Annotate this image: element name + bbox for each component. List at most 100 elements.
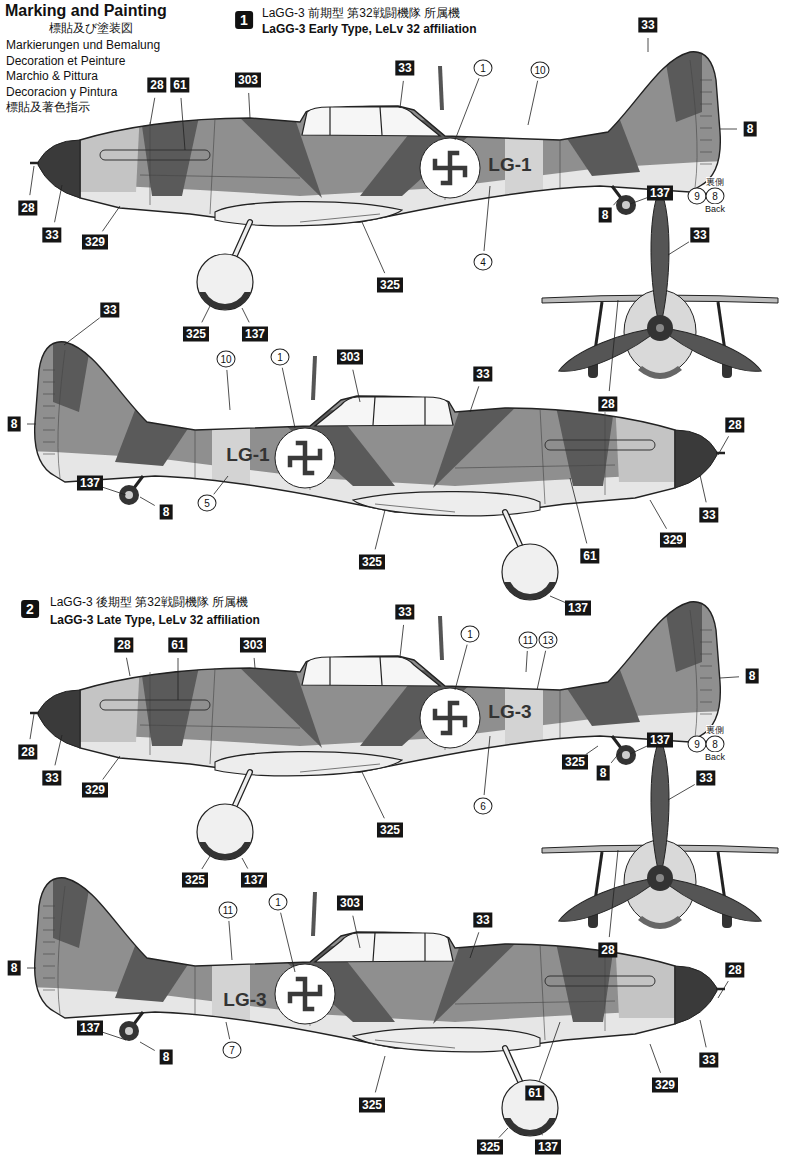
aircraft-part xyxy=(0,846,695,1066)
callout-number: 33 xyxy=(690,228,709,243)
callout-number: 137 xyxy=(77,476,103,491)
leader-line xyxy=(102,1032,126,1040)
decal-number: 9 xyxy=(688,736,707,753)
callout-number: 28 xyxy=(725,963,744,978)
callout-number: 325 xyxy=(377,278,403,293)
aircraft-side-view xyxy=(0,310,725,600)
callout-number: 28 xyxy=(725,418,744,433)
leader-line xyxy=(281,913,295,972)
aircraft-part xyxy=(647,315,673,341)
callout-number: 33 xyxy=(638,18,657,33)
aircraft-part xyxy=(290,979,320,1009)
leader-line xyxy=(150,98,155,125)
aircraft-part xyxy=(125,491,133,499)
heading-text: Decoracion y Pintura xyxy=(4,85,119,99)
aircraft-part xyxy=(43,442,55,443)
aircraft-part xyxy=(560,670,640,726)
callout-number: 8 xyxy=(744,122,757,137)
aircraft-part xyxy=(125,1027,133,1035)
callout-number: 325 xyxy=(183,327,209,342)
aircraft-part xyxy=(560,690,561,738)
leader-line xyxy=(400,625,404,657)
aircraft-part xyxy=(43,406,55,407)
callout-number: 137 xyxy=(565,601,591,616)
note-text: 裏側 xyxy=(706,725,724,735)
aircraft-part xyxy=(302,657,440,686)
aircraft-part xyxy=(313,356,315,400)
aircraft-part xyxy=(700,92,712,93)
callout-number: 325 xyxy=(359,1098,385,1113)
aircraft-part xyxy=(60,20,760,196)
aircraft-part xyxy=(622,751,630,759)
leader-line xyxy=(650,1044,661,1073)
heading-text: Markierungen und Bemalung xyxy=(4,38,162,52)
aircraft-part xyxy=(43,930,55,931)
aircraft-part xyxy=(545,440,655,450)
callout-number: 28 xyxy=(598,397,617,412)
aircraft-part xyxy=(353,492,540,516)
aircraft-part xyxy=(502,1080,558,1136)
aircraft-part xyxy=(43,418,55,419)
aircraft-part xyxy=(43,990,55,991)
aircraft-part xyxy=(43,942,55,943)
callout-number: 33 xyxy=(100,303,119,318)
leader-line xyxy=(720,677,739,678)
decal-number: 11 xyxy=(219,902,238,919)
heading-text: LaGG-3 Late Type, LeLv 32 affiliation xyxy=(48,613,262,627)
note-text: 裏側 xyxy=(706,177,724,187)
aircraft-part xyxy=(300,764,380,772)
leader-line xyxy=(540,1130,542,1135)
leader-line xyxy=(455,78,479,140)
aircraft-part xyxy=(330,107,382,135)
callout-number: 8 xyxy=(160,505,173,520)
leader-line xyxy=(586,746,598,755)
callout-number: 61 xyxy=(170,78,189,93)
aircraft-part xyxy=(80,602,720,772)
aircraft-part xyxy=(140,175,300,178)
leader-line xyxy=(282,368,295,428)
aircraft-part xyxy=(651,188,669,328)
aircraft-part xyxy=(700,116,712,117)
decal-number: 11 xyxy=(519,632,538,649)
aircraft-part xyxy=(616,195,636,215)
aircraft-part xyxy=(275,428,335,488)
aircraft-part xyxy=(150,122,151,205)
leader-line xyxy=(30,166,34,195)
aircraft-part xyxy=(675,966,717,1024)
aircraft-side-view xyxy=(30,20,760,310)
aircraft-part xyxy=(43,906,55,907)
decal-number: 13 xyxy=(539,632,558,649)
aircraft-part xyxy=(215,752,402,776)
leader-line xyxy=(55,735,62,765)
callout-number: 329 xyxy=(82,783,108,798)
aircraft-part xyxy=(373,933,425,961)
aircraft-part xyxy=(43,382,55,383)
callout-number: 33 xyxy=(395,605,414,620)
callout-number: 137 xyxy=(535,1140,561,1155)
callout-number: 61 xyxy=(580,549,599,564)
leader-line xyxy=(178,658,179,700)
leader-line xyxy=(609,850,618,937)
aircraft-part xyxy=(197,804,253,860)
callout-number: 33 xyxy=(395,61,414,76)
leader-line xyxy=(539,1022,560,1081)
aircraft-part xyxy=(545,976,655,986)
aircraft-part xyxy=(195,966,196,1014)
heading-text: Marchio & Pittura xyxy=(4,69,100,83)
callout-number: 329 xyxy=(660,533,686,548)
aircraft-part xyxy=(275,964,335,1024)
aircraft-part xyxy=(80,110,140,192)
aircraft-part xyxy=(700,104,712,105)
aircraft-part xyxy=(38,690,80,748)
aircraft-part xyxy=(313,892,315,936)
leader-line xyxy=(140,497,155,506)
aircraft-part xyxy=(540,408,545,504)
callout-number: 303 xyxy=(240,638,266,653)
leader-line xyxy=(668,785,695,800)
decal-number: 7 xyxy=(223,1042,242,1059)
leader-line xyxy=(611,752,620,763)
callout-number: 8 xyxy=(597,766,610,781)
aircraft-side-view xyxy=(0,846,725,1136)
aircraft-part xyxy=(651,738,669,878)
